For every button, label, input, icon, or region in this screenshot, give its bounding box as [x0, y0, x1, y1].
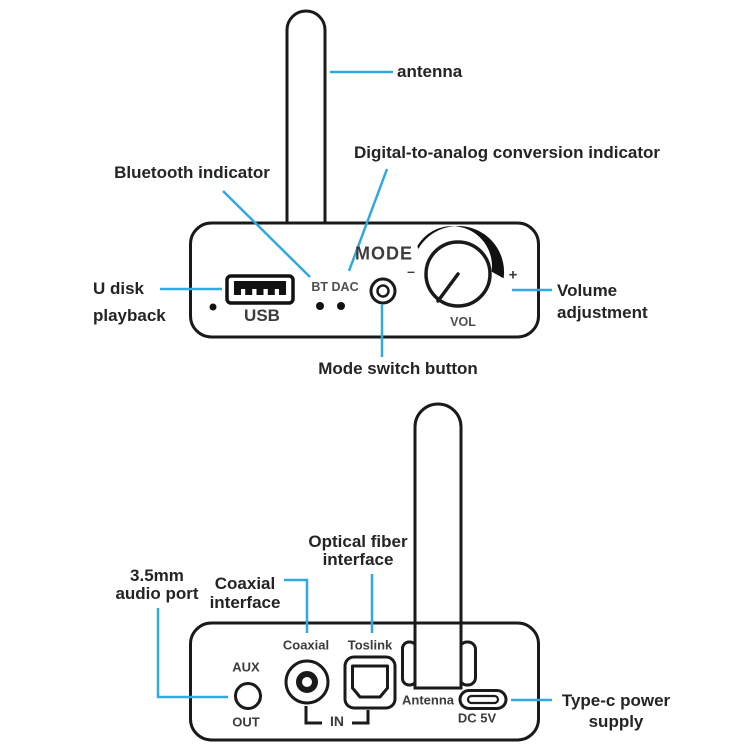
audio-port-line2: audio port: [115, 584, 199, 603]
antenna-label: antenna: [397, 62, 463, 81]
toslink-port-text: Toslink: [347, 637, 393, 653]
mode-switch-label: Mode switch button: [318, 359, 478, 378]
minus-mark: –: [407, 263, 415, 279]
mode-button-inner: [376, 284, 390, 298]
audio-port-line1: 3.5mm: [130, 566, 184, 585]
dc5v-text: DC 5V: [457, 710, 497, 726]
coaxial-port-text: Coaxial: [282, 637, 330, 653]
bt-dac-text: BT DAC: [311, 280, 359, 294]
u-disk-line2: playback: [93, 306, 166, 325]
mode-text: MODE: [355, 243, 413, 264]
bluetooth-indicator-label: Bluetooth indicator: [114, 163, 270, 182]
knob-pointer: [436, 272, 460, 303]
volume-arc: [417, 225, 505, 279]
bluetooth-leader-line: [222, 190, 311, 278]
plus-mark: +: [508, 266, 518, 284]
typec-port-inner: [466, 694, 500, 705]
bt-led-dot: [316, 302, 324, 310]
bottom-antenna-shape: [413, 402, 463, 690]
rear-panel: [189, 621, 540, 742]
typec-line1: Type-c power: [561, 691, 671, 710]
optical-fiber-label: Optical fiber interface: [308, 533, 407, 569]
dac-indicator-label: Digital-to-analog conversion indicator: [353, 143, 661, 162]
out-text: OUT: [232, 714, 260, 730]
usb-text: USB: [244, 306, 280, 325]
typec-line2: supply: [588, 712, 644, 731]
u-disk-line1: U disk: [93, 279, 145, 298]
volume-line2: adjustment: [557, 303, 648, 322]
antenna-port-text: Antenna: [402, 692, 454, 708]
bottom-leader-lines: [156, 574, 552, 702]
audio-leader-line: [156, 608, 228, 699]
power-led-dot: [209, 303, 217, 311]
aux-text: AUX: [232, 659, 260, 675]
coaxial-port-inner: [296, 671, 318, 693]
dac-led-dot: [337, 302, 345, 310]
top-antenna-shape: [285, 9, 327, 224]
optical-line2: interface: [322, 550, 394, 569]
coaxial-line1: Coaxial: [214, 574, 276, 593]
usb-pins-icon: [234, 281, 286, 295]
vol-text: VOL: [450, 315, 476, 329]
u-disk-playback-label: U disk playback: [93, 275, 166, 329]
coaxial-leader-line: [284, 578, 309, 633]
typec-power-label: Type-c power supply: [562, 690, 670, 732]
volume-adjustment-label: Volume adjustment: [557, 280, 648, 324]
coaxial-line2: interface: [209, 593, 281, 612]
coaxial-interface-label: Coaxial interface: [210, 574, 281, 612]
in-bracket-left: [304, 706, 322, 725]
optical-line1: Optical fiber: [308, 532, 408, 551]
volume-line1: Volume: [557, 281, 618, 300]
dac-leader-line: [347, 168, 389, 272]
audio-port-label: 3.5mm audio port: [115, 567, 198, 603]
top-leader-lines: [160, 70, 552, 357]
in-text: IN: [330, 713, 344, 729]
toslink-port-inner: [351, 664, 389, 699]
aux-jack: [234, 682, 262, 710]
in-bracket-right: [352, 710, 370, 725]
